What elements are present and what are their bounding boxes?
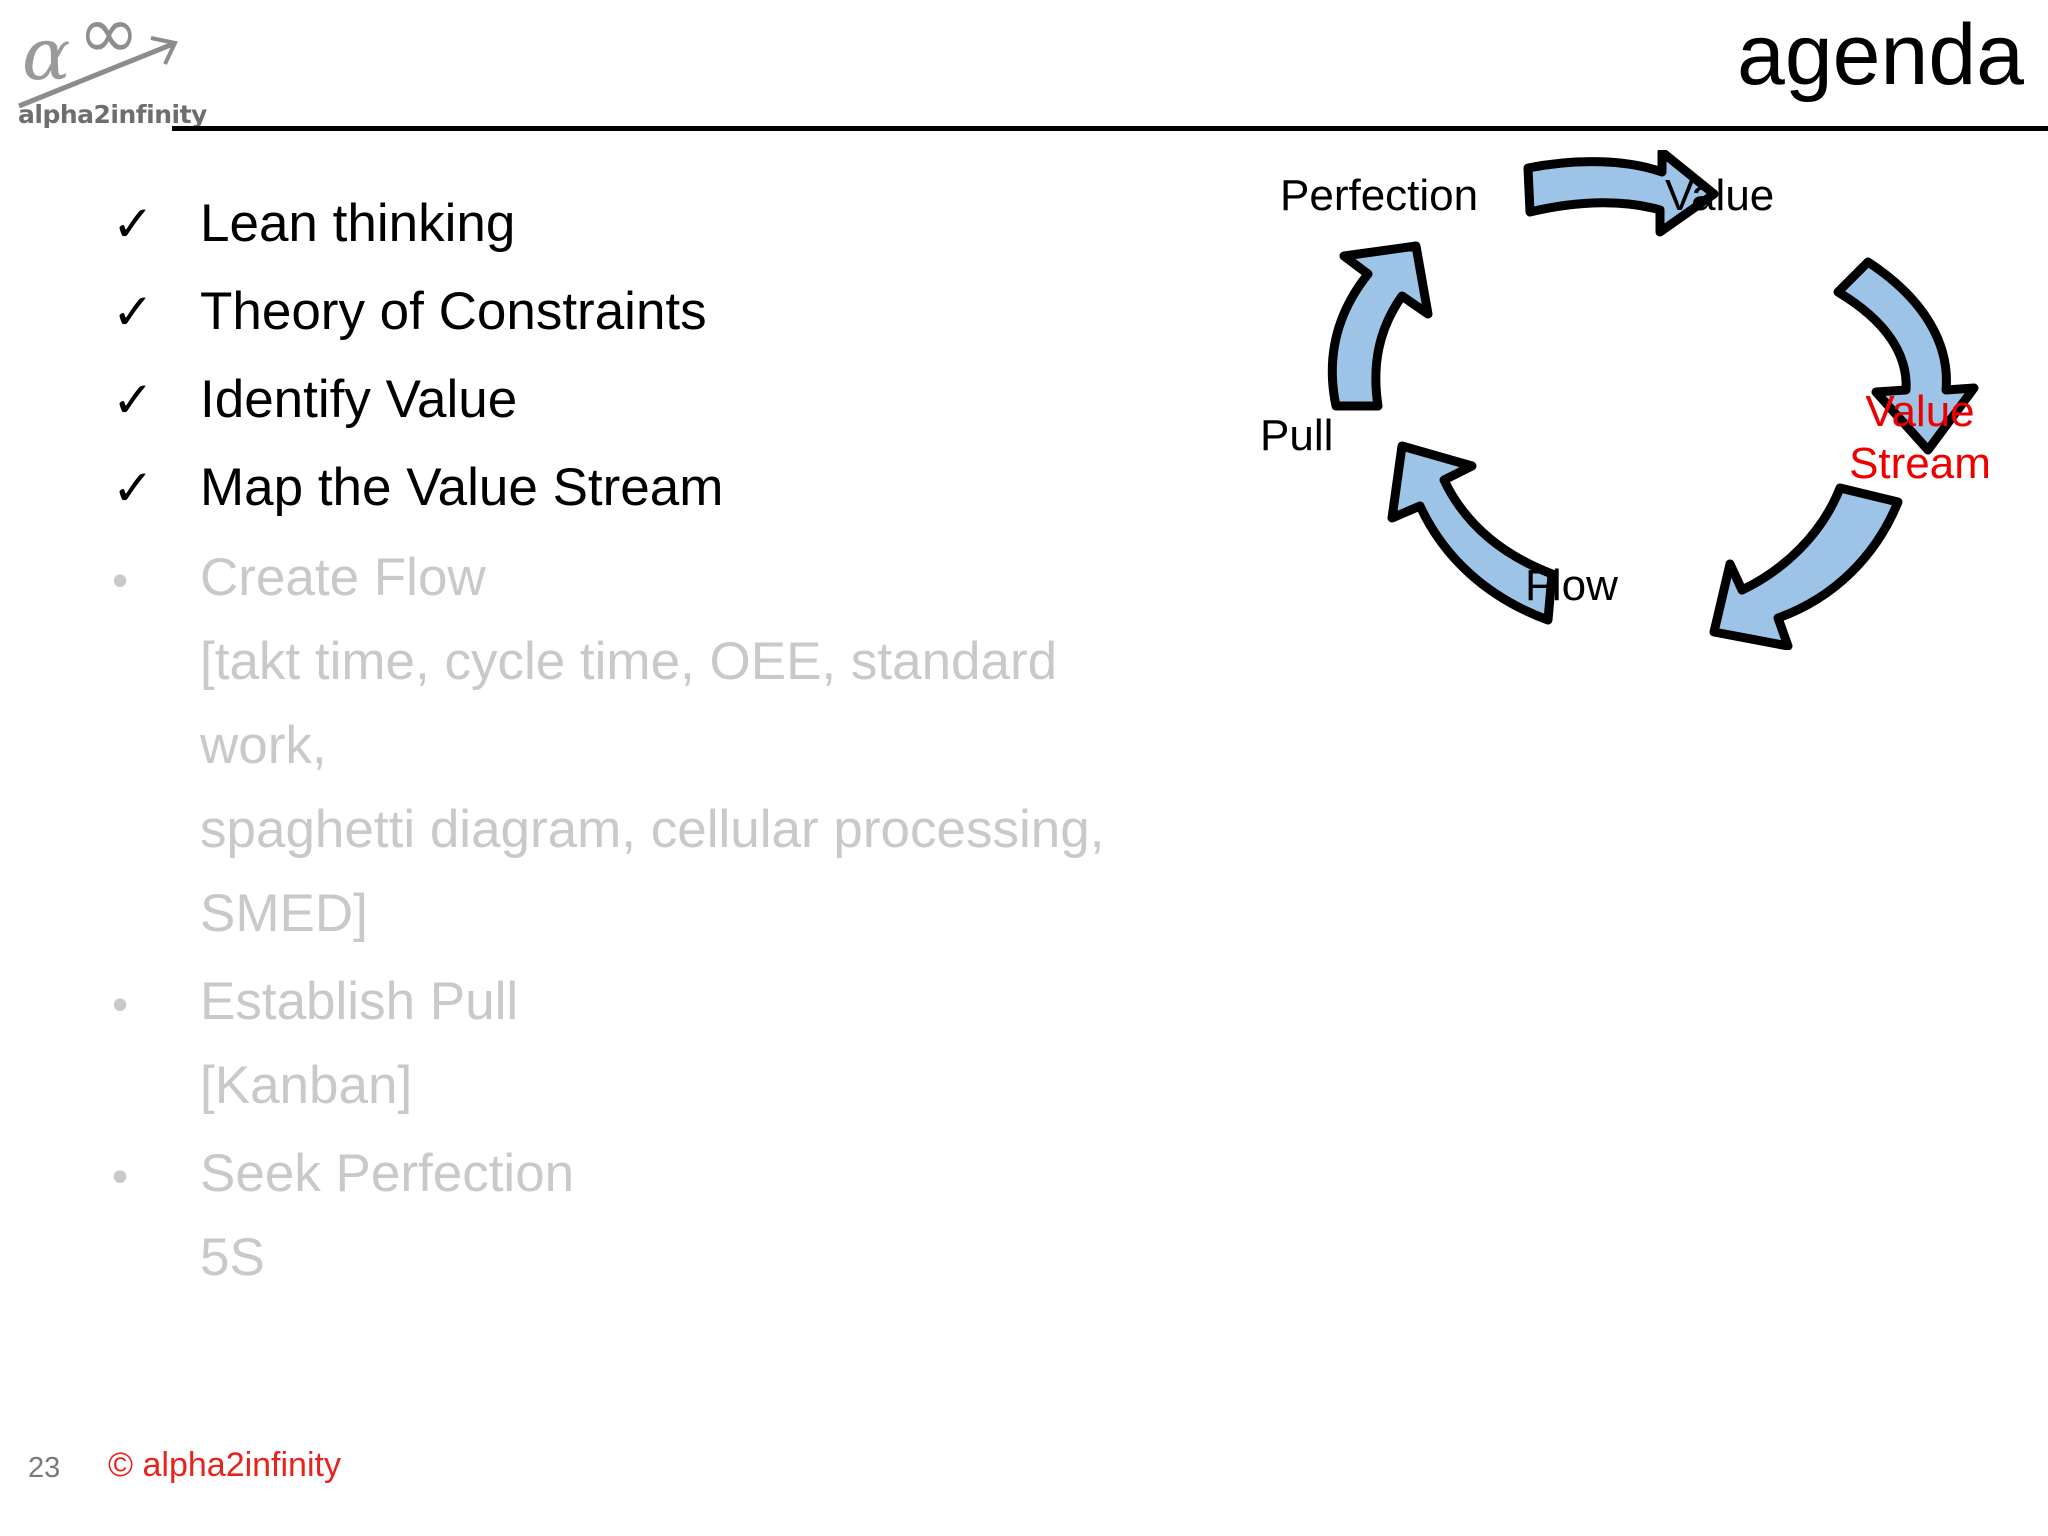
title-divider xyxy=(172,126,2048,131)
list-item-label: Lean thinking xyxy=(200,194,516,253)
check-icon: ✓ xyxy=(112,196,154,252)
cycle-node-pull: Pull xyxy=(1260,411,1334,460)
list-item[interactable]: • Establish Pull [Kanban] xyxy=(90,960,1150,1128)
cycle-arrows-graphic xyxy=(1327,150,1979,650)
agenda-list: ✓ Lean thinking ✓ Theory of Constraints … xyxy=(90,180,1150,1300)
arrow-value-stream-to-flow-icon xyxy=(1709,483,1903,650)
rising-arrow-icon xyxy=(18,36,178,109)
check-icon: ✓ xyxy=(112,460,154,516)
list-item-label: Map the Value Stream xyxy=(200,458,724,517)
list-item-label: Identify Value xyxy=(200,370,518,429)
copyright-notice: © alpha2infinity xyxy=(108,1446,341,1484)
infinity-glyph-icon: ∞ xyxy=(78,0,140,76)
arrow-perfection-to-value-icon xyxy=(1523,150,1719,237)
list-item[interactable]: • Create Flow [takt time, cycle time, OE… xyxy=(90,536,1150,956)
logo-wordmark: alpha2infinity xyxy=(18,100,207,129)
list-item-label: Create Flow [takt time, cycle time, OEE,… xyxy=(200,548,1105,943)
cycle-node-flow: Flow xyxy=(1525,561,1618,610)
check-icon: ✓ xyxy=(112,372,154,428)
list-item[interactable]: • Seek Perfection 5S xyxy=(90,1132,1150,1300)
slide-number: 23 xyxy=(28,1452,61,1484)
arrow-pull-to-perfection-icon xyxy=(1327,241,1433,411)
check-icon: ✓ xyxy=(112,284,154,340)
cycle-node-value: Value xyxy=(1665,171,1775,220)
arrow-value-to-value-stream-icon xyxy=(1833,257,1979,455)
list-item-label: Establish Pull [Kanban] xyxy=(200,972,519,1115)
bullet-dot-icon: • xyxy=(112,1150,129,1202)
list-item[interactable]: ✓ Lean thinking xyxy=(90,180,1150,268)
bullet-dot-icon: • xyxy=(112,554,129,606)
list-item[interactable]: ✓ Theory of Constraints xyxy=(90,268,1150,356)
list-item[interactable]: ✓ Map the Value Stream xyxy=(90,444,1150,532)
list-item-label: Seek Perfection 5S xyxy=(200,1144,575,1287)
brand-logo: α ∞ alpha2infinity xyxy=(10,0,207,134)
list-item[interactable]: ✓ Identify Value xyxy=(90,356,1150,444)
cycle-node-perfection: Perfection xyxy=(1280,171,1479,220)
page-title: agenda xyxy=(1737,7,2024,103)
list-item-label: Theory of Constraints xyxy=(200,282,707,341)
alpha-glyph-icon: α xyxy=(22,12,71,96)
bullet-dot-icon: • xyxy=(112,978,129,1030)
arrow-flow-to-pull-icon xyxy=(1387,441,1557,625)
